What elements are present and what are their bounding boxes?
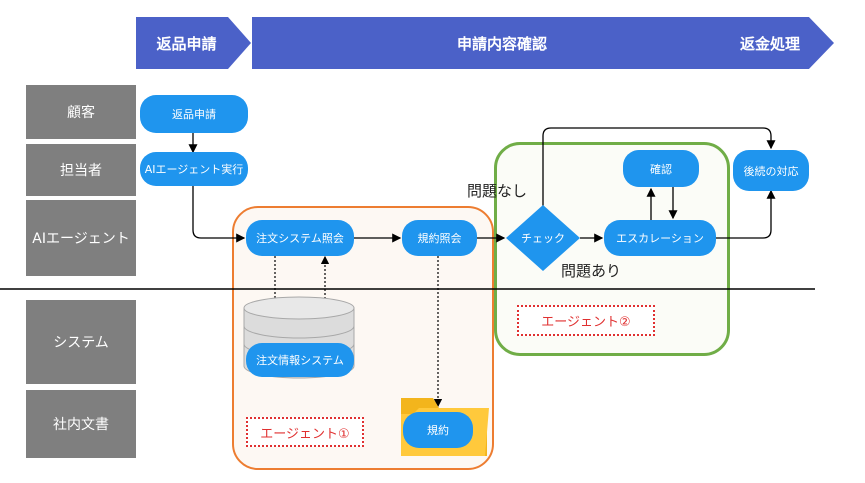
lane-label: AIエージェント <box>32 231 130 247</box>
lane-label: システム <box>53 335 109 351</box>
agent2-label: エージェント② <box>517 305 655 336</box>
edge-label-no-issue: 問題なし <box>467 182 528 200</box>
node-return-request[interactable]: 返品申請 <box>140 95 248 133</box>
node-followup[interactable]: 後続の対応 <box>733 150 809 191</box>
node-confirm[interactable]: 確認 <box>623 150 699 187</box>
phase-refund: 返金処理 <box>720 17 834 69</box>
decision-label: チェック <box>521 232 565 245</box>
node-escalation[interactable]: エスカレーション <box>604 220 716 256</box>
phase-label: 申請内容確認 <box>456 34 547 53</box>
agent1-label: エージェント① <box>246 417 364 447</box>
node-policy[interactable]: 規約 <box>403 412 473 448</box>
node-policy-query[interactable]: 規約照会 <box>402 220 477 256</box>
phase-label: 返金処理 <box>739 34 800 53</box>
node-ai-agent-run[interactable]: AIエージェント実行 <box>140 152 248 186</box>
lane-label: 顧客 <box>67 105 95 121</box>
node-order-system-query[interactable]: 注文システム照会 <box>246 220 354 256</box>
lane-staff: 担当者 <box>26 144 136 196</box>
phase-review: 申請内容確認 <box>252 17 752 69</box>
edge-label-issue: 問題あり <box>561 262 622 280</box>
lane-internal-docs: 社内文書 <box>26 390 136 458</box>
lane-system: システム <box>26 300 136 384</box>
phase-return-request: 返品申請 <box>136 17 251 69</box>
lane-ai-agent: AIエージェント <box>26 200 136 276</box>
node-order-info-system[interactable]: 注文情報システム <box>246 343 354 377</box>
lane-label: 社内文書 <box>53 417 109 433</box>
lane-label: 担当者 <box>60 163 102 179</box>
lane-customer: 顧客 <box>26 85 136 139</box>
phase-label: 返品申請 <box>156 34 217 53</box>
